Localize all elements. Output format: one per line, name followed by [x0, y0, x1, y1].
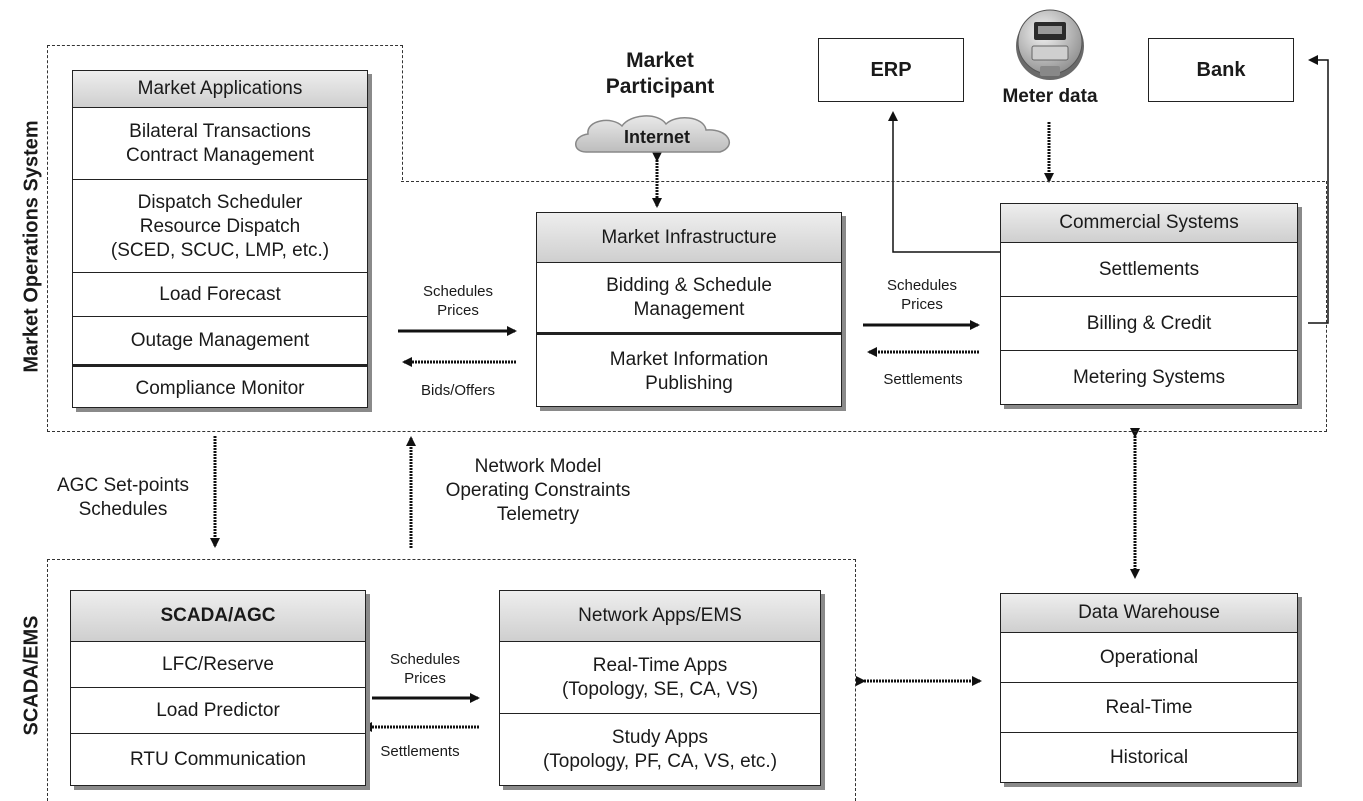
flow-label-schedules-prices: Schedules Prices: [886, 277, 958, 313]
market-infrastructure-header: Market Infrastructure: [537, 213, 841, 262]
data-warehouse-header: Data Warehouse: [1001, 594, 1297, 632]
cloud-icon: [575, 115, 731, 153]
data-warehouse-box: Data Warehouse Operational Real-Time His…: [1000, 593, 1298, 783]
market-infrastructure-box: Market Infrastructure Bidding & Schedule…: [536, 212, 842, 407]
network-apps-item: Study Apps (Topology, PF, CA, VS, etc.): [500, 713, 820, 786]
data-warehouse-item: Operational: [1001, 632, 1297, 683]
market-operations-region-upper: [47, 45, 403, 180]
market-app-item: Bilateral Transactions Contract Manageme…: [73, 107, 367, 180]
flow-label-settlements: Settlements: [883, 371, 963, 388]
network-apps-item: Real-Time Apps (Topology, SE, CA, VS): [500, 641, 820, 714]
market-participant-title: Market Participant: [605, 49, 715, 98]
commercial-item: Billing & Credit: [1001, 296, 1297, 351]
flow-label-agc-setpoints: AGC Set-points Schedules: [57, 475, 189, 520]
market-app-item: Dispatch Scheduler Resource Dispatch (SC…: [73, 179, 367, 273]
scada-agc-header: SCADA/AGC: [71, 591, 365, 641]
scada-ems-title: SCADA/EMS: [20, 615, 43, 736]
market-operations-region: [47, 181, 1327, 432]
market-applications-box: Market Applications Bilateral Transactio…: [72, 70, 368, 408]
market-app-item: Outage Management: [73, 316, 367, 365]
bank-box: Bank: [1148, 38, 1294, 102]
bank-label: Bank: [1196, 58, 1246, 81]
internet-cloud: Internet: [572, 112, 742, 160]
internet-label: Internet: [623, 127, 690, 147]
market-app-item: Compliance Monitor: [73, 364, 367, 410]
commercial-item: Metering Systems: [1001, 350, 1297, 405]
network-apps-header: Network Apps/EMS: [500, 591, 820, 641]
flow-label-bids-offers: Bids/Offers: [421, 382, 495, 399]
data-warehouse-item: Historical: [1001, 732, 1297, 783]
commercial-systems-header: Commercial Systems: [1001, 204, 1297, 242]
network-apps-box: Network Apps/EMS Real-Time Apps (Topolog…: [499, 590, 821, 786]
market-operations-region-top-edge: [401, 181, 1325, 182]
flow-label-settlements: Settlements: [380, 743, 460, 760]
commercial-item: Settlements: [1001, 242, 1297, 297]
market-app-item: Load Forecast: [73, 272, 367, 317]
data-warehouse-item: Real-Time: [1001, 682, 1297, 733]
flow-label-schedules-prices: Schedules Prices: [422, 283, 494, 319]
scada-agc-item: LFC/Reserve: [71, 641, 365, 688]
arrow-commercial-bank: [1308, 55, 1329, 324]
erp-box: ERP: [818, 38, 964, 102]
arrow-commercial-erp: [888, 111, 1000, 253]
scada-agc-box: SCADA/AGC LFC/Reserve Load Predictor RTU…: [70, 590, 366, 786]
scada-agc-item: Load Predictor: [71, 687, 365, 734]
scada-ems-region: [47, 559, 856, 801]
meter-data-label: Meter data: [1002, 86, 1098, 107]
scada-agc-item: RTU Communication: [71, 733, 365, 786]
flow-label-schedules-prices: Schedules Prices: [389, 651, 461, 687]
market-applications-header: Market Applications: [73, 71, 367, 107]
market-infra-item: Bidding & Schedule Management: [537, 262, 841, 333]
market-operations-title: Market Operations System: [20, 120, 43, 373]
commercial-systems-box: Commercial Systems Settlements Billing &…: [1000, 203, 1298, 405]
erp-label: ERP: [870, 58, 912, 81]
meter-icon: [1010, 2, 1090, 86]
market-infra-item: Market Information Publishing: [537, 332, 841, 409]
flow-label-network-model: Network Model Operating Constraints Tele…: [445, 456, 631, 525]
